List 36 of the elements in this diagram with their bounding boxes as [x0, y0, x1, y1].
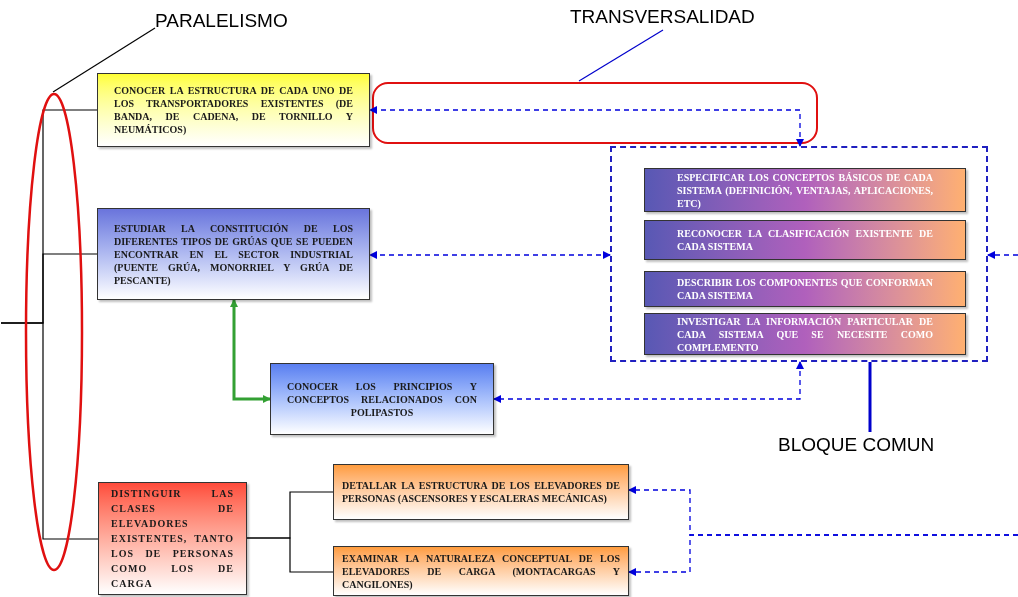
box-text: CONOCER LA ESTRUCTURA DE CADA UNO DE LOS TRANSPORTADORES EXISTENTES (DE BANDA, DE CADENA, DE TORNILLO Y NEUMÁTICOS) — [113, 84, 354, 136]
process-box — [644, 271, 966, 307]
dashed-arrow — [493, 361, 804, 403]
process-box — [644, 168, 966, 212]
process-box — [333, 546, 629, 596]
connector-line — [246, 537, 334, 573]
box-text: INVESTIGAR LA INFORMACIÓN PARTICULAR DE CADA SISTEMA QUE SE NECESITE COMO COMPLEMENTO — [676, 314, 934, 354]
dashed-arrow — [369, 106, 804, 147]
process-box — [644, 313, 966, 355]
box-text: RECONOCER LA CLASIFICACIÓN EXISTENTE DE CADA SISTEMA — [676, 227, 934, 253]
dashed-arrow — [987, 251, 1018, 259]
ellipse-outline — [24, 92, 84, 572]
leader-line — [868, 362, 872, 432]
dashed-arrow — [369, 251, 611, 259]
annotation-label: PARALELISMO — [155, 8, 315, 34]
process-box — [97, 208, 370, 300]
process-box — [98, 482, 247, 595]
dashed-arrow — [628, 534, 1018, 576]
connector-line — [0, 322, 99, 540]
annotation-label: TRANSVERSALIDAD — [570, 4, 790, 30]
box-text: ESTUDIAR LA CONSTITUCIÓN DE LOS DIFERENTES TIPOS DE GRÚAS QUE SE PUEDEN ENCONTRAR EN EL SECTOR INDUSTRIAL (PUENTE GRÚA, MONORRIEL Y GRÚA DE PESCANTE) — [113, 221, 354, 287]
dashed-container — [610, 146, 988, 362]
process-box — [333, 464, 629, 520]
box-text: DISTINGUIR LAS CLASES DE ELEVADORES EXISTENTES, TANTO LOS DE PERSONAS COMO LOS DE CARGA — [110, 487, 235, 591]
process-box — [270, 363, 494, 435]
process-box — [644, 220, 966, 260]
process-box — [97, 73, 370, 147]
leader-line — [52, 27, 156, 93]
box-text: ESPECIFICAR LOS CONCEPTOS BÁSICOS DE CADA SISTEMA (DEFINICIÓN, VENTAJAS, APLICACIONES, ETC) — [676, 170, 934, 210]
box-text: DETALLAR LA ESTRUCTURA DE LOS ELEVADORES DE PERSONAS (ASCENSORES Y ESCALERAS MECÁNICAS) — [341, 479, 621, 505]
box-text: EXAMINAR LA NATURALEZA CONCEPTUAL DE LOS ELEVADORES DE CARGA (MONTACARGAS Y CANGILONES) — [341, 551, 621, 591]
arrow — [230, 299, 271, 403]
box-text: DESCRIBIR LOS COMPONENTES QUE CONFORMAN CADA SISTEMA — [676, 276, 934, 302]
annotation-label: BLOQUE COMUN — [778, 432, 968, 460]
leader-line — [578, 29, 664, 82]
box-text: CONOCER LOS PRINCIPIOS Y CONCEPTOS RELACIONADOS CON POLIPASTOS — [286, 379, 478, 419]
